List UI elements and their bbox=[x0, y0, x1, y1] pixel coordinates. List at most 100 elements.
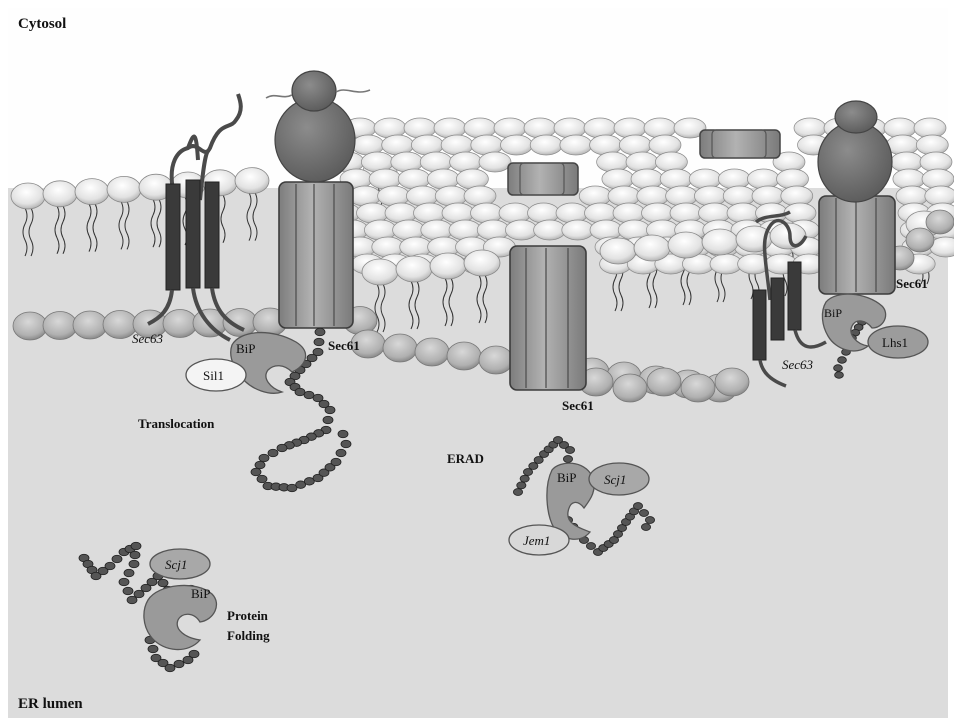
amino-acid-bead bbox=[633, 503, 642, 510]
amino-acid-bead bbox=[268, 449, 278, 457]
jem1-label: Jem1 bbox=[523, 533, 550, 548]
scj1-erad-label: Scj1 bbox=[604, 472, 626, 487]
lipid-head bbox=[554, 118, 586, 138]
lipid-head bbox=[626, 152, 658, 172]
er-lumen-label: ER lumen bbox=[18, 696, 83, 712]
amino-acid-bead bbox=[158, 579, 168, 587]
lipid-head bbox=[396, 256, 432, 282]
lipid-head bbox=[524, 118, 556, 138]
lipid-head bbox=[501, 135, 533, 155]
bip-folding-label: BiP bbox=[191, 586, 211, 601]
amino-acid-bead bbox=[189, 650, 199, 658]
lipid-head bbox=[718, 169, 750, 189]
lipid-head bbox=[43, 181, 77, 207]
amino-acid-bead bbox=[129, 560, 139, 568]
lipid-head bbox=[494, 118, 526, 138]
sil1-label: Sil1 bbox=[203, 368, 224, 383]
lipid-head bbox=[13, 312, 47, 340]
translocation-label: Translocation bbox=[138, 416, 215, 431]
lipid-head bbox=[528, 203, 560, 223]
lipid-head bbox=[670, 203, 702, 223]
lipid-head bbox=[562, 220, 594, 240]
lipid-head bbox=[362, 259, 398, 285]
lipid-head bbox=[464, 118, 496, 138]
lipid-head bbox=[747, 169, 779, 189]
lipid-head bbox=[689, 169, 721, 189]
lipid-head bbox=[464, 186, 496, 206]
lipid-head bbox=[383, 334, 417, 362]
amino-acid-bead bbox=[586, 543, 595, 550]
amino-acid-bead bbox=[645, 517, 654, 524]
sec61-right-label: Sec61 bbox=[896, 276, 928, 291]
lipid-head bbox=[430, 253, 466, 279]
amino-acid-bead bbox=[119, 578, 129, 586]
lipid-head bbox=[619, 135, 651, 155]
cytosol-label: Cytosol bbox=[18, 16, 66, 32]
bip-erad-label: BiP bbox=[557, 470, 577, 485]
amino-acid-bead bbox=[134, 590, 144, 598]
amino-acid-bead bbox=[529, 463, 538, 470]
lipid-head bbox=[613, 374, 647, 402]
amino-acid-bead bbox=[255, 461, 265, 469]
bip-right-label: BiP bbox=[824, 306, 842, 320]
sec61-left-label: Sec61 bbox=[328, 338, 360, 353]
lipid-head bbox=[666, 186, 698, 206]
lipid-head bbox=[608, 186, 640, 206]
amino-acid-bead bbox=[314, 338, 324, 346]
lipid-head bbox=[681, 374, 715, 402]
amino-acid-bead bbox=[174, 660, 184, 668]
amino-acid-bead bbox=[838, 357, 847, 364]
amino-acid-bead bbox=[331, 458, 341, 466]
lipid-head bbox=[479, 152, 511, 172]
sec63-right-label: Sec63 bbox=[782, 357, 814, 372]
lipid-head bbox=[479, 346, 513, 374]
lipid-head bbox=[505, 220, 537, 240]
lipid-head bbox=[642, 203, 674, 223]
lipid-head bbox=[614, 118, 646, 138]
amino-acid-bead bbox=[277, 444, 287, 452]
amino-acid-bead bbox=[523, 469, 532, 476]
lipid-head bbox=[471, 203, 503, 223]
amino-acid-bead bbox=[520, 475, 529, 482]
lipid-head bbox=[631, 169, 663, 189]
amino-acid-bead bbox=[105, 562, 115, 570]
amino-acid-bead bbox=[338, 430, 348, 438]
lipid-head bbox=[715, 368, 749, 396]
amino-acid-bead bbox=[565, 447, 574, 454]
amino-acid-bead bbox=[130, 551, 140, 559]
lipid-head bbox=[11, 183, 45, 209]
amino-acid-bead bbox=[251, 468, 261, 476]
amino-acid-bead bbox=[513, 489, 522, 496]
lipid-head bbox=[415, 338, 449, 366]
amino-acid-bead bbox=[517, 482, 526, 489]
erad-label: ERAD bbox=[447, 451, 484, 466]
lipid-head bbox=[585, 203, 617, 223]
scj1-folding-label: Scj1 bbox=[165, 557, 187, 572]
lipid-head bbox=[421, 220, 453, 240]
amino-acid-bead bbox=[127, 596, 137, 604]
sec63-left-label: Sec63 bbox=[132, 331, 164, 346]
lipid-head bbox=[75, 179, 109, 205]
amino-acid-bead bbox=[639, 510, 648, 517]
lipid-head bbox=[530, 135, 562, 155]
amino-acid-bead bbox=[835, 372, 844, 379]
lipid-head bbox=[655, 152, 687, 172]
amino-acid-bead bbox=[336, 449, 346, 457]
lipid-head bbox=[449, 220, 481, 240]
lipid-head bbox=[644, 118, 676, 138]
amino-acid-bead bbox=[534, 457, 543, 464]
amino-acid-bead bbox=[123, 587, 133, 595]
lipid-head bbox=[649, 135, 681, 155]
amino-acid-bead bbox=[325, 406, 335, 414]
sec61-channel-left bbox=[279, 182, 353, 328]
lipid-head bbox=[464, 250, 500, 276]
lipid-head bbox=[613, 203, 645, 223]
lipid-head bbox=[710, 254, 742, 274]
lipid-head bbox=[499, 203, 531, 223]
lipid-head bbox=[926, 210, 954, 234]
amino-acid-bead bbox=[165, 664, 175, 672]
lipid-head bbox=[637, 186, 669, 206]
protein-folding-label-line1: Protein bbox=[227, 608, 269, 623]
